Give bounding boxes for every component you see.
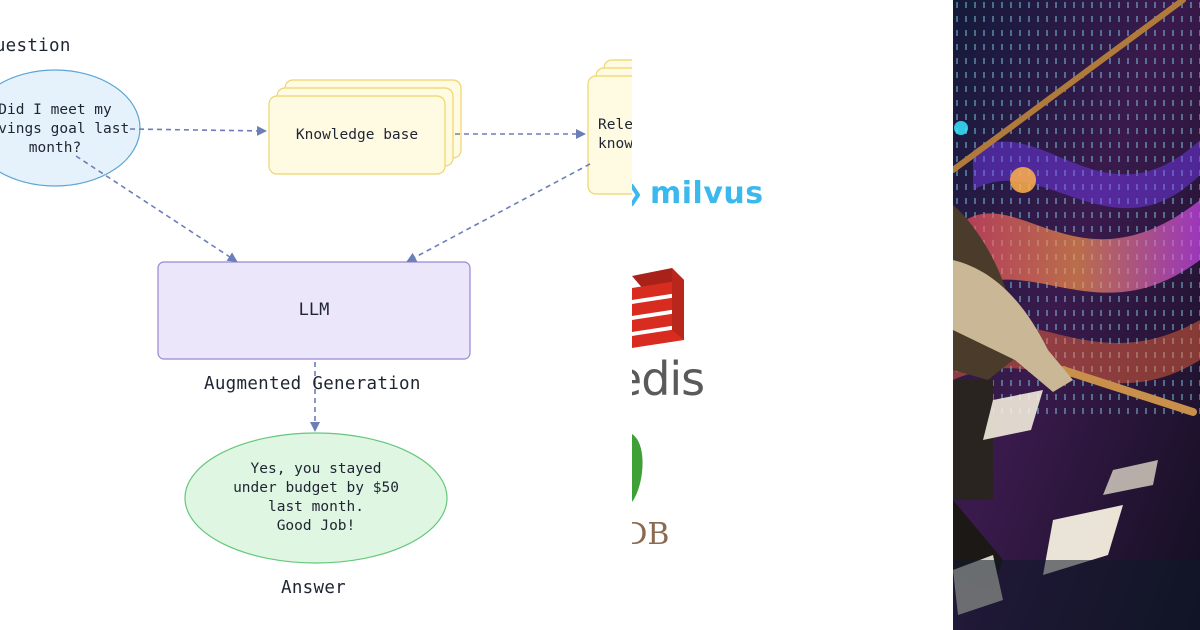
art-shapes [953,0,1200,630]
augmented-generation-label: Augmented Generation [204,374,421,394]
question-label: Question [0,36,71,56]
digital-art-illustration [953,0,1200,630]
answer-label: Answer [281,578,347,598]
knowledge-base-text: Knowledge base [295,126,419,143]
mongodb-wordmark-text: MongoDB [632,518,670,552]
knowledge-base-doc-front [268,95,446,175]
floor-grid [953,560,1200,630]
milvus-wordmark: milvus [650,176,764,211]
diagram-shapes [0,59,632,564]
relevant-knowledge-doc-front [587,75,632,195]
paper-1 [983,390,1043,440]
milvus-wordmark-text: milvus [650,176,764,211]
redis-wordmark-text: redis [632,355,705,403]
paper-2 [1043,505,1123,575]
redis-wordmark: redis [632,355,707,403]
logo-shapes [632,184,684,502]
question-text: Did I meet my savings goal last month? [0,101,130,156]
color-wave-2 [973,140,1200,209]
answer-text: Yes, you stayed under budget by $50 last… [233,461,399,534]
arrow-relevant-to-llm [406,163,591,262]
mongodb-wordmark: MongoDB [632,518,690,552]
milvus-logo-icon [632,184,640,206]
arrow-question-to-llm [75,155,238,263]
glow-orb [1010,167,1036,193]
relevant-knowledge-text: Relevant knowledge [598,117,632,152]
rag-diagram: Question Did I meet my savings goal last… [0,36,632,598]
broom-handle [1059,366,1197,416]
vector-db-logos-panel: milvus redis MongoDB [632,0,953,630]
staff-pole [953,0,1186,173]
arrow-question-to-kb [129,125,267,136]
llm-box [157,261,471,360]
question-ellipse [0,69,141,187]
answer-ellipse [184,432,448,564]
glow-orb-small [954,121,968,135]
redis-cube-icon [632,268,684,348]
color-wave-1 [953,200,1200,300]
mongodb-leaf-icon [632,434,643,502]
llm-text: LLM [298,300,330,320]
paper-4 [1103,460,1158,495]
